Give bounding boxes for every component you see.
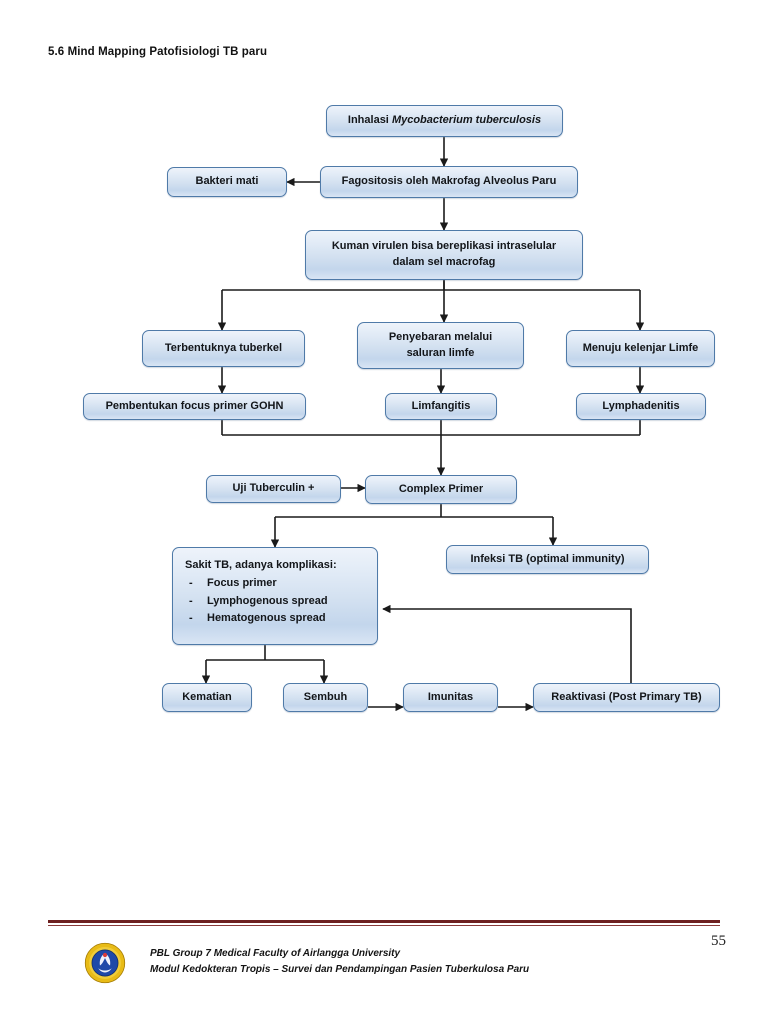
page-title: 5.6 Mind Mapping Patofisiologi TB paru [48, 46, 268, 58]
flowchart: Inhalasi Mycobacterium tuberculosis Fago… [0, 90, 768, 730]
node-kematian-label: Kematian [182, 690, 232, 703]
node-infeksi-tb-label: Infeksi TB (optimal immunity) [470, 552, 625, 565]
node-limfangitis[interactable]: Limfangitis [385, 393, 497, 420]
footer-rule-thick [48, 920, 720, 923]
node-infeksi-tb[interactable]: Infeksi TB (optimal immunity) [446, 545, 649, 574]
node-sembuh-label: Sembuh [303, 690, 348, 703]
node-kuman-virulen[interactable]: Kuman virulen bisa bereplikasi intraselu… [305, 230, 583, 280]
node-gohn-label: Pembentukan focus primer GOHN [105, 399, 284, 412]
footer-credit: PBL Group 7 Medical Faculty of Airlangga… [150, 946, 529, 978]
node-bakteri-mati[interactable]: Bakteri mati [167, 167, 287, 197]
node-kematian[interactable]: Kematian [162, 683, 252, 712]
node-sembuh[interactable]: Sembuh [283, 683, 368, 712]
node-imunitas-label: Imunitas [427, 690, 474, 703]
university-seal-logo-icon [84, 942, 126, 984]
node-kuman-virulen-line1: Kuman virulen bisa bereplikasi intraselu… [331, 240, 557, 253]
bullet-dash-icon: - [189, 594, 193, 607]
node-limfangitis-label: Limfangitis [411, 399, 471, 412]
node-reaktivasi[interactable]: Reaktivasi (Post Primary TB) [533, 683, 720, 712]
node-penyebaran-line1: Penyebaran melalui [388, 330, 493, 343]
node-kelenjar-limfe[interactable]: Menuju kelenjar Limfe [566, 330, 715, 367]
node-fagositosis-label: Fagositosis oleh Makrofag Alveolus Paru [341, 175, 557, 188]
footer-credit-line2: Modul Kedokteran Tropis – Survei dan Pen… [150, 964, 530, 976]
node-sakit-tb-item-3: - Hematogenous spread [185, 610, 326, 628]
node-inhalasi-label: Inhalasi Mycobacterium tuberculosis [347, 114, 542, 127]
node-gohn[interactable]: Pembentukan focus primer GOHN [83, 393, 306, 420]
bullet-dash-icon: - [189, 612, 193, 625]
node-sakit-tb-item-2: - Lymphogenous spread [185, 593, 328, 611]
node-imunitas[interactable]: Imunitas [403, 683, 498, 712]
node-uji-tuberculin[interactable]: Uji Tuberculin + [206, 475, 341, 503]
node-bakteri-mati-label: Bakteri mati [195, 175, 259, 188]
node-fagositosis[interactable]: Fagositosis oleh Makrofag Alveolus Paru [320, 166, 578, 198]
node-complex-primer-label: Complex Primer [398, 482, 484, 495]
bullet-dash-icon: - [189, 576, 193, 589]
node-complex-primer[interactable]: Complex Primer [365, 475, 517, 504]
footer-credit-line1: PBL Group 7 Medical Faculty of Airlangga… [150, 948, 401, 959]
node-penyebaran[interactable]: Penyebaran melalui saluran limfe [357, 322, 524, 369]
node-reaktivasi-label: Reaktivasi (Post Primary TB) [551, 690, 702, 703]
node-uji-tuberculin-label: Uji Tuberculin + [232, 482, 315, 495]
node-lymphadenitis-label: Lymphadenitis [602, 399, 680, 412]
node-penyebaran-line2: saluran limfe [406, 346, 475, 359]
edge-reaktivasi-sakittb-feedback [382, 604, 632, 683]
node-tuberkel-label: Terbentuknya tuberkel [164, 341, 283, 354]
page-number: 55 [711, 933, 726, 949]
node-kelenjar-limfe-label: Menuju kelenjar Limfe [582, 341, 699, 354]
node-tuberkel[interactable]: Terbentuknya tuberkel [142, 330, 305, 367]
node-sakit-tb-heading: Sakit TB, adanya komplikasi: [185, 559, 337, 571]
node-inhalasi[interactable]: Inhalasi Mycobacterium tuberculosis [326, 105, 563, 137]
node-sakit-tb[interactable]: Sakit TB, adanya komplikasi: - Focus pri… [172, 547, 378, 645]
node-sakit-tb-item-1: - Focus primer [185, 575, 277, 593]
page-footer: 55 PBL Group 7 Medical Faculty of Airlan… [0, 916, 768, 1024]
node-kuman-virulen-line2: dalam sel macrofag [392, 256, 496, 268]
footer-rule-thin [48, 925, 720, 926]
node-lymphadenitis[interactable]: Lymphadenitis [576, 393, 706, 420]
